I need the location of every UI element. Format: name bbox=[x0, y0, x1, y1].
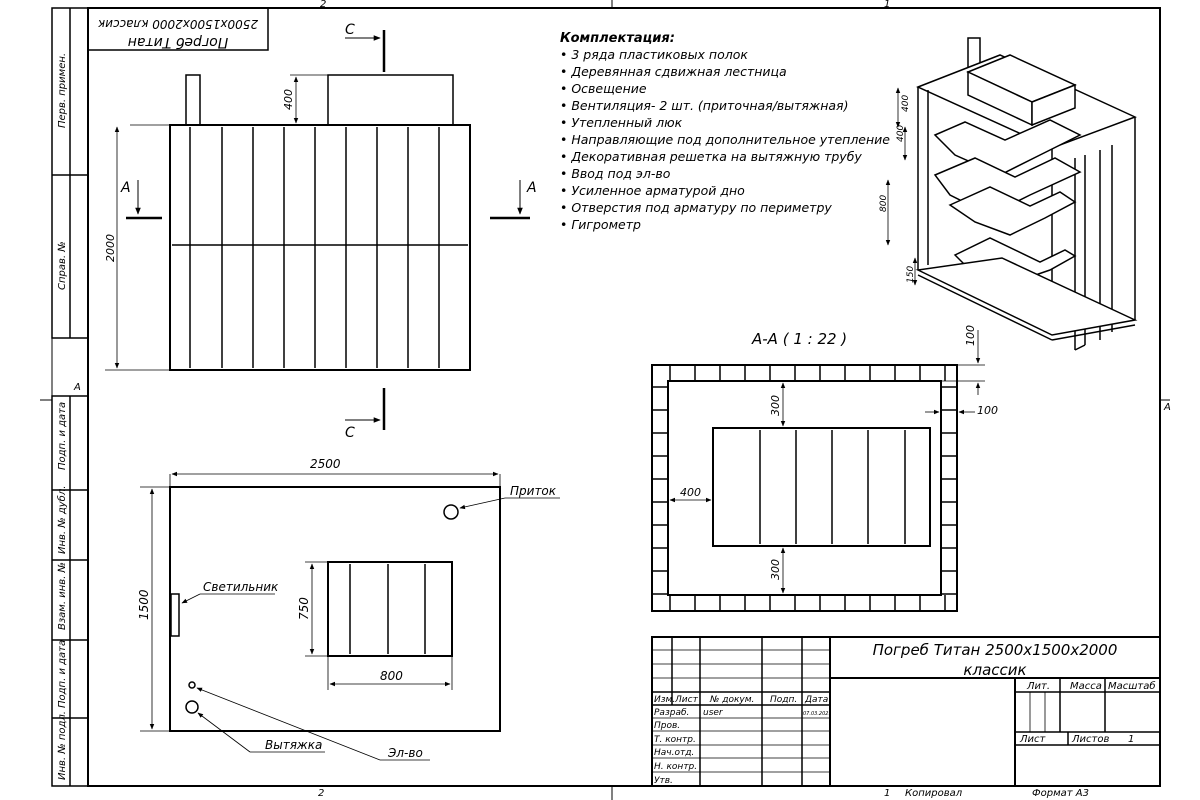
equipment-item: • Усиленное арматурой дно bbox=[560, 183, 745, 198]
mirror-title-line1: Погреб Титан bbox=[128, 34, 229, 50]
intake-vent-circle bbox=[443, 504, 459, 520]
tb-masshtab: Масштаб bbox=[1108, 680, 1156, 692]
tb-col-podp: Подп. bbox=[770, 695, 797, 705]
section-dim-300-top: 300 bbox=[769, 395, 782, 416]
tb-row-razrab: Разраб. bbox=[654, 708, 689, 718]
exhaust-vent-circle bbox=[185, 700, 199, 714]
tb-list-label: Лист bbox=[1019, 734, 1047, 745]
section-dim-100-side: 100 bbox=[977, 404, 998, 417]
tb-lit: Лит. bbox=[1026, 681, 1050, 692]
equipment-item: • Ввод под эл-во bbox=[560, 166, 671, 181]
stamp-inv-podl: Инв. № подл. bbox=[57, 711, 68, 780]
iso-dim-400-b: 400 bbox=[896, 125, 906, 142]
equipment-list: Комплектация: • 3 ряда пластиковых полок… bbox=[560, 31, 890, 232]
section-a-right-label: A bbox=[526, 180, 537, 196]
equipment-item: • Утепленный люк bbox=[560, 115, 683, 130]
tb-bottom-zone: 1 bbox=[884, 788, 890, 799]
tb-massa: Масса bbox=[1070, 681, 1102, 692]
iso-dim-400-a: 400 bbox=[901, 95, 911, 112]
equipment-item: • 3 ряда пластиковых полок bbox=[560, 47, 748, 62]
iso-dim-800: 800 bbox=[879, 195, 889, 212]
tb-row-nachotd: Нач.отд. bbox=[654, 748, 694, 758]
zone-marker-side-left: A bbox=[73, 382, 81, 393]
label-exhaust: Вытяжка bbox=[265, 738, 322, 752]
equipment-item: • Освещение bbox=[560, 81, 647, 96]
tb-kopiroval: Копировал bbox=[905, 788, 963, 799]
stamp-podp-data-1: Подп. и дата bbox=[57, 402, 68, 470]
zone-marker-top-left: 2 bbox=[320, 0, 326, 10]
iso-dim-150: 150 bbox=[906, 266, 916, 283]
label-light: Светильник bbox=[203, 580, 279, 594]
plan-dim-hatch-width: 800 bbox=[380, 669, 403, 683]
stamp-podp-data-2: Подп. и дата bbox=[57, 640, 68, 708]
section-a-left-label: A bbox=[120, 180, 131, 196]
equipment-item: • Деревянная сдвижная лестница bbox=[560, 64, 787, 79]
side-stamp bbox=[51, 7, 89, 787]
tb-row-razrab-name: user bbox=[703, 708, 724, 718]
tb-row-tkontr: Т. контр. bbox=[654, 735, 696, 745]
zone-marker-bottom-left: 2 bbox=[318, 788, 324, 799]
tb-col-data: Дата bbox=[804, 695, 828, 705]
zone-marker-top-right: 1 bbox=[884, 0, 890, 10]
tb-title-line1: Погреб Титан 2500x1500x2000 bbox=[873, 641, 1118, 659]
tb-row-prov: Пров. bbox=[654, 721, 680, 731]
tb-col-list: Лист bbox=[674, 695, 699, 705]
tb-col-docum: № докум. bbox=[709, 695, 754, 705]
stamp-inv-dubl: Инв. № дубл. bbox=[56, 486, 68, 554]
tb-listov-label: Листов bbox=[1071, 734, 1109, 745]
stamp-perv-primen: Перв. примен. bbox=[57, 53, 68, 128]
plan-dim-length: 2500 bbox=[310, 457, 341, 471]
equipment-item: • Вентиляция- 2 шт. (приточная/вытяжная) bbox=[560, 98, 848, 113]
stamp-vzam-inv: Взам. инв. № bbox=[57, 562, 68, 630]
front-dim-height: 2000 bbox=[104, 234, 117, 262]
zone-marker-side-right: A bbox=[1163, 402, 1171, 413]
section-aa-view bbox=[651, 330, 985, 612]
equipment-item: • Отверстия под арматуру по периметру bbox=[560, 200, 832, 215]
plan-dim-width: 1500 bbox=[137, 589, 151, 620]
tb-col-izm: Изм. bbox=[654, 695, 675, 705]
isometric-view bbox=[885, 37, 1138, 351]
plan-view bbox=[140, 471, 560, 761]
mirror-title-box: Погреб Титан 2500x1500x2000 классик bbox=[87, 7, 269, 51]
front-view bbox=[105, 30, 530, 430]
plan-dim-hatch-height: 750 bbox=[297, 597, 311, 620]
section-c-top-label: C bbox=[345, 22, 355, 38]
tb-row-nkontr: Н. контр. bbox=[654, 762, 697, 772]
tb-row-razrab-date: 07.03.2021 bbox=[803, 711, 832, 717]
section-dim-400: 400 bbox=[680, 486, 701, 499]
section-dim-300-bottom: 300 bbox=[769, 559, 782, 580]
mirror-title-line2: 2500x1500x2000 классик bbox=[97, 17, 258, 31]
equipment-item: • Декоративная решетка на вытяжную трубу bbox=[560, 149, 862, 164]
tb-title-line2: классик bbox=[963, 661, 1026, 679]
stamp-sprav-no: Справ. № bbox=[57, 241, 68, 290]
section-c-bottom-label: C bbox=[345, 425, 355, 441]
label-power: Эл-во bbox=[387, 746, 423, 760]
section-aa-title: A-A ( 1 : 22 ) bbox=[751, 330, 847, 348]
front-dim-top: 400 bbox=[282, 89, 295, 110]
equipment-heading: Комплектация: bbox=[560, 31, 675, 46]
equipment-item: • Гигрометр bbox=[560, 217, 641, 232]
title-block bbox=[651, 636, 1161, 787]
power-inlet-circle bbox=[188, 681, 196, 689]
label-intake: Приток bbox=[510, 484, 557, 498]
tb-row-utv: Утв. bbox=[654, 776, 673, 786]
tb-listov-value: 1 bbox=[1128, 734, 1134, 745]
equipment-item: • Направляющие под дополнительное утепле… bbox=[560, 132, 890, 147]
tb-format: Формат A3 bbox=[1032, 788, 1089, 799]
section-dim-100-top: 100 bbox=[964, 325, 977, 346]
